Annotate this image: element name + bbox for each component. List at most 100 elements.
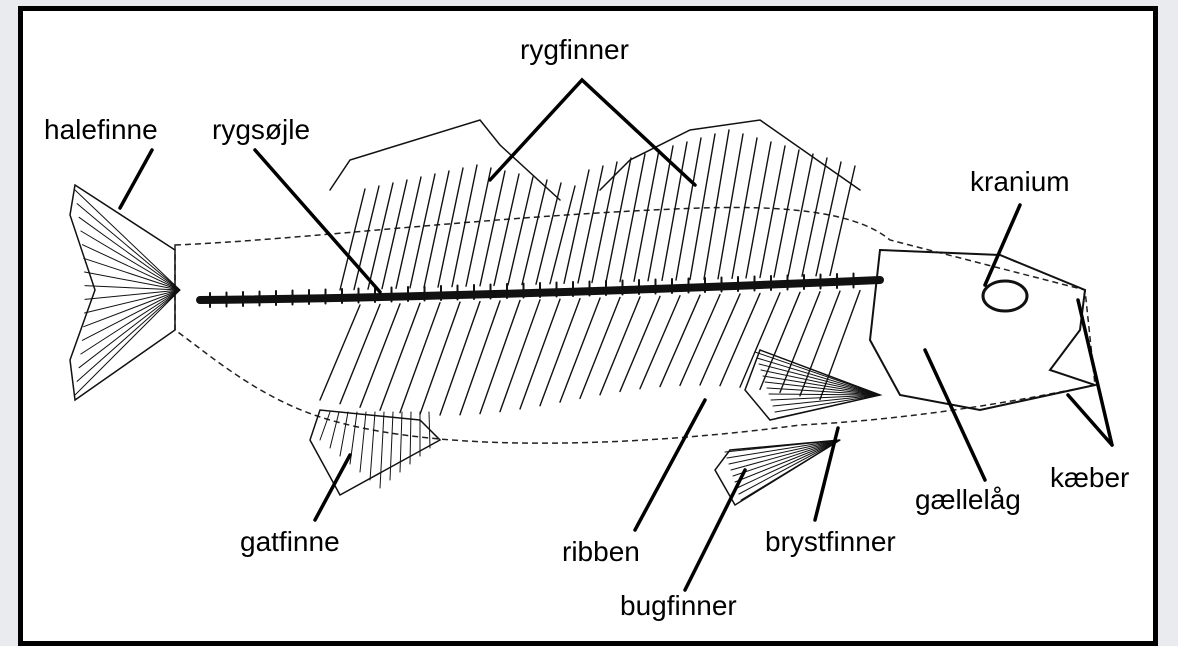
pectoral-ray	[759, 364, 880, 395]
dorsal-ray	[438, 168, 463, 287]
rib	[640, 296, 680, 389]
dorsal-ray	[480, 171, 505, 286]
label-gaellelaag: gællelåg	[915, 486, 1021, 514]
label-kranium: kranium	[970, 168, 1070, 196]
skull	[870, 250, 1095, 410]
dorsal-ray	[564, 170, 589, 283]
dorsal-ray	[368, 183, 393, 289]
caudal-ray	[75, 290, 180, 395]
pectoral-ray	[777, 395, 880, 418]
caudal-fin-rays	[75, 190, 180, 395]
pointer-rygsojle	[255, 150, 380, 292]
dorsal-ray	[382, 180, 407, 289]
pectoral-ray	[773, 395, 880, 406]
pectoral-fin-rays	[755, 352, 880, 418]
dorsal-ray	[522, 180, 547, 285]
pointer-ribben	[635, 400, 705, 530]
rib	[720, 293, 760, 385]
dorsal-ray	[396, 177, 421, 288]
rib	[340, 304, 380, 403]
dorsal-ray	[550, 186, 575, 284]
caudal-ray	[85, 290, 180, 299]
dorsal-ray	[760, 146, 785, 278]
dorsal-ray	[620, 154, 645, 282]
eye-socket	[983, 281, 1027, 311]
dorsal-ray	[494, 174, 519, 285]
dorsal-ray	[578, 166, 603, 283]
dorsal-ray	[774, 150, 799, 277]
dorsal-ray	[592, 162, 617, 283]
anal-ray	[390, 412, 393, 480]
rib	[560, 298, 600, 402]
dorsal-ray	[340, 189, 365, 290]
caudal-ray	[77, 204, 180, 290]
anal-ray	[429, 412, 430, 448]
dorsal-ray	[536, 183, 561, 284]
rib	[320, 305, 360, 400]
pelvic-ray	[729, 440, 840, 464]
dorsal-ray	[410, 174, 435, 288]
rib	[380, 303, 420, 410]
caudal-ray	[79, 217, 180, 290]
dorsal-ray	[466, 168, 491, 286]
pointer-halefinne	[120, 150, 152, 208]
dorsal-fin-rays	[340, 130, 855, 290]
rib	[660, 295, 700, 386]
label-gatfinne: gatfinne	[240, 528, 340, 556]
dorsal-ray	[424, 171, 449, 288]
dorsal-ray	[802, 158, 827, 276]
rib	[580, 298, 620, 399]
anal-ray	[400, 412, 402, 472]
label-rygfinner: rygfinner	[520, 36, 629, 64]
caudal-ray	[85, 286, 180, 290]
fish-skeleton-diagram	[0, 0, 1178, 621]
anal-ray	[330, 412, 339, 448]
pointer-kranium	[985, 205, 1020, 285]
pointer-gatfinne	[315, 455, 350, 520]
dorsal-ray	[690, 134, 715, 280]
dorsal-ray	[662, 142, 687, 280]
dorsal-ray	[634, 150, 659, 281]
body-outline	[175, 207, 1095, 443]
label-bugfinner: bugfinner	[620, 592, 737, 620]
pectoral-ray	[757, 358, 880, 395]
anal-ray	[320, 412, 330, 440]
dorsal-ray	[606, 158, 631, 282]
ribs	[320, 291, 860, 415]
anal-ray	[380, 412, 384, 488]
rib	[600, 297, 640, 395]
dorsal-ray	[704, 130, 729, 279]
rib	[480, 300, 520, 413]
dorsal-ray	[718, 134, 743, 279]
dorsal-ray	[830, 166, 855, 275]
rib	[620, 296, 660, 391]
rib	[680, 295, 720, 386]
rib	[460, 301, 500, 415]
dorsal-ray	[508, 177, 533, 285]
anal-ray	[370, 412, 375, 480]
rib	[400, 303, 440, 413]
anal-ray	[360, 412, 366, 472]
dorsal-fin-soft	[600, 120, 860, 190]
dorsal-ray	[746, 142, 771, 278]
rib	[780, 292, 820, 393]
rib	[440, 302, 480, 415]
rib	[520, 299, 560, 409]
dorsal-ray	[816, 162, 841, 276]
label-halefinne: halefinne	[44, 116, 158, 144]
dorsal-ray	[788, 154, 813, 277]
rib	[760, 292, 800, 389]
dorsal-ray	[676, 138, 701, 280]
dorsal-ray	[648, 146, 673, 281]
pointer-gaellelaag	[925, 350, 985, 480]
pointer-bugfinner	[685, 470, 745, 590]
label-ribben: ribben	[562, 538, 640, 566]
label-rygsojle: rygsøjle	[212, 116, 310, 144]
rib	[360, 304, 400, 407]
caudal-ray	[82, 245, 180, 290]
anal-ray	[340, 412, 348, 456]
rib	[420, 302, 460, 414]
dorsal-ray	[452, 165, 477, 287]
pointer-rygfinner	[490, 80, 695, 185]
label-kaeber: kæber	[1050, 464, 1129, 492]
